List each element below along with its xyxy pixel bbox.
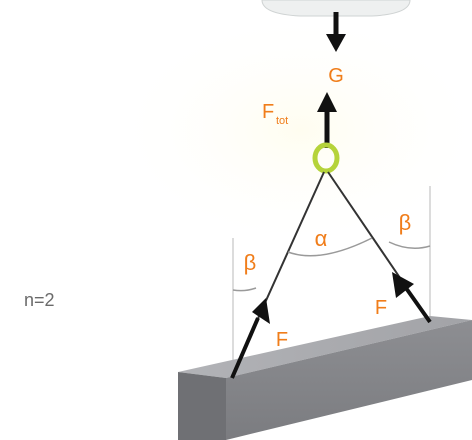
crane-hook-body	[261, 0, 411, 17]
alpha-arc	[287, 237, 373, 257]
beam-top-face	[178, 316, 472, 378]
beam-front-face	[178, 372, 226, 440]
angle-beta-left-label: β	[244, 250, 257, 275]
left-force-arrow-shaft	[230, 317, 260, 379]
force-right-label: F	[375, 297, 387, 319]
total-force-subscript: tot	[276, 115, 288, 127]
background-glow	[110, 10, 472, 250]
leg-count-label: n=2	[24, 290, 55, 310]
load-arrow-head	[326, 34, 346, 52]
beta-right-arc	[388, 241, 431, 249]
master-ring	[312, 142, 340, 174]
angle-beta-right-label: β	[399, 210, 412, 235]
force-left-label: F	[276, 329, 288, 351]
right-force-arrow-shaft	[404, 286, 432, 324]
beta-left-arc	[232, 287, 257, 292]
right-force-arrow-head	[392, 272, 414, 298]
beam-long-face	[226, 320, 472, 440]
left-force-arrow-head	[252, 298, 270, 324]
load-label: G	[328, 65, 344, 87]
angle-alpha-label: α	[315, 226, 328, 251]
total-force-arrow-head	[317, 92, 337, 112]
total-force-label: F	[262, 101, 274, 123]
